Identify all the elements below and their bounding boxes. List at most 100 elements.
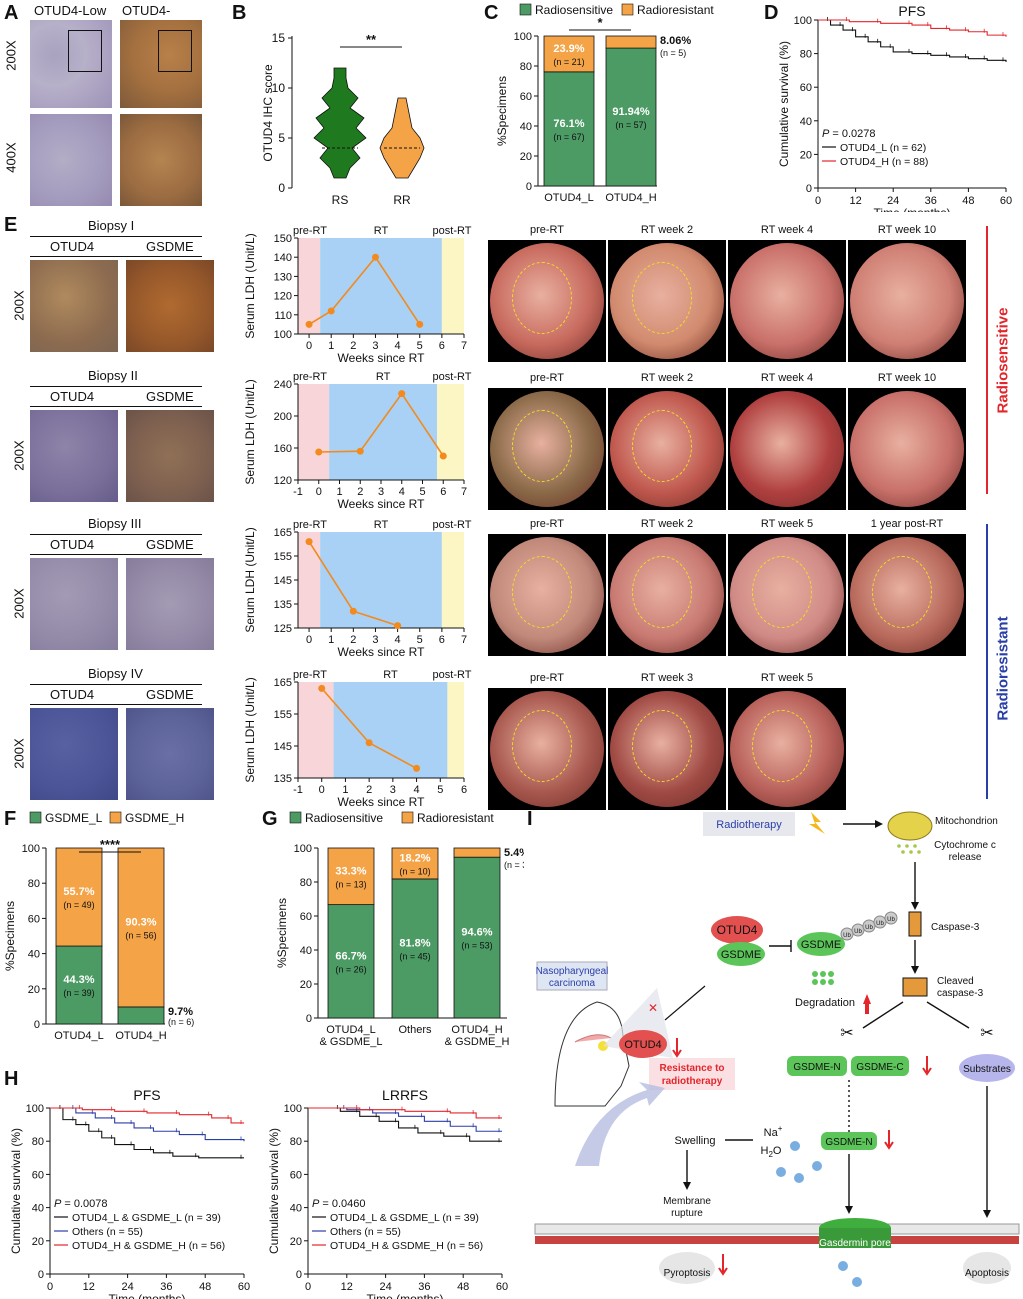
zoom-box-high [158, 30, 192, 72]
y-tick-label: 165 [274, 677, 292, 689]
biopsy-title: Biopsy II [88, 368, 138, 383]
biopsy-title: Biopsy III [88, 516, 142, 531]
data-n-label: (n = 6) [168, 1017, 194, 1027]
bar-segment [543, 71, 595, 187]
y-axis-label: Cumulative survival (%) [267, 1128, 281, 1254]
y-tick-label: 20 [520, 151, 532, 163]
apoptosis-cell [963, 1252, 1011, 1284]
y-tick-label: 165 [274, 527, 292, 539]
cytochrome-dot [913, 844, 917, 848]
ldh-line [308, 255, 421, 326]
tumor-outline [872, 556, 932, 628]
km-curve [818, 19, 1007, 62]
legend-label: OTUD4_H (n = 88) [840, 156, 928, 168]
tumor-outline [752, 710, 812, 782]
mag-label: 200X [11, 290, 27, 321]
bar-segment [391, 847, 439, 880]
p-label: P [54, 1198, 62, 1210]
endoscopy-image: RT week 2 [608, 224, 726, 364]
legend-label: Others (n = 55) [72, 1226, 143, 1238]
bar-segment [117, 1006, 165, 1025]
ihc-image-low-400x [30, 114, 112, 206]
tumor-outline [512, 556, 572, 628]
ub-circle [884, 911, 898, 925]
data-label: 44.3% [63, 974, 94, 986]
stain-label-otud4: OTUD4 [50, 389, 95, 404]
x-axis-label: Time (months) [109, 1292, 186, 1299]
panel-letter-h: H [4, 1068, 19, 1090]
degraded-fragment [812, 971, 818, 977]
mag-label: 200X [11, 440, 27, 471]
tumor-outline [752, 556, 812, 628]
y-tick-label: 130 [274, 271, 292, 283]
swelling-label: Swelling [675, 1135, 716, 1147]
stain-underline [30, 406, 202, 407]
legend-label: OTUD4_L & GSDME_L (n = 39) [330, 1212, 479, 1224]
data-label: 81.8% [399, 937, 430, 949]
phase-label: pre-RT [293, 225, 327, 237]
endoscopy-frame [488, 534, 606, 656]
biopsy-underline [30, 534, 202, 535]
nasal-cavity [574, 1034, 612, 1043]
y-tick-label: 20 [290, 1236, 302, 1248]
data-n-label: (n = 10) [399, 866, 430, 876]
data-n-label: (n = 5) [660, 48, 686, 58]
y-axis-label: Serum LDH (Unit/L) [243, 233, 257, 338]
x-axis-label: Weeks since RT [338, 351, 426, 365]
y-tick-label: 135 [274, 773, 292, 785]
x-tick-label: 1 [336, 486, 342, 498]
post-rt-shade [441, 532, 464, 628]
y-axis-label: Serum LDH (Unit/L) [243, 677, 257, 782]
pyroptosis-label: Pyroptosis [664, 1268, 711, 1279]
x-tick-label: OTUD4_L [544, 192, 594, 204]
membrane-label: Membrane [663, 1196, 711, 1207]
substrates-blob [959, 1054, 1015, 1082]
rt-shade [329, 384, 438, 480]
tumor-outline [632, 410, 692, 482]
endoscopy-frame [608, 240, 726, 362]
y-tick-label: 0 [278, 181, 285, 195]
x-tick-label: 6 [440, 486, 446, 498]
ldh-point [318, 684, 326, 692]
biopsy-title: Biopsy IV [88, 666, 143, 681]
npc-label-2: carcinoma [549, 978, 596, 989]
ldh-point [439, 452, 447, 460]
resistance-label: Resistance to [659, 1063, 724, 1074]
stain-label-gsdme: GSDME [146, 239, 194, 254]
radiotherapy-label: Radiotherapy [716, 819, 782, 831]
ldh-point [394, 622, 402, 630]
endoscopy-view [730, 391, 844, 507]
data-n-label: (n = 3) [504, 860, 524, 870]
y-tick-label: 0 [526, 181, 532, 193]
endoscopy-timepoint: RT week 4 [760, 372, 814, 384]
x-tick-label: 12 [341, 1281, 353, 1293]
km-curve [50, 1107, 245, 1142]
ldh-point [365, 739, 373, 747]
side-label-radioresistant: Radioresistant [994, 616, 1012, 721]
ldh-point [416, 320, 424, 328]
phase-label: post-RT [433, 371, 472, 383]
gsdme-n-rect-2 [821, 1132, 877, 1150]
caspase3-icon [908, 911, 922, 937]
y-tick-label: 145 [274, 741, 292, 753]
mag-label: 200X [11, 588, 27, 619]
endoscopy-frame [728, 688, 846, 810]
endoscopy-frame [848, 534, 966, 656]
x-tick-label: -1 [293, 486, 303, 498]
km-curve [818, 19, 1007, 37]
phase-label: post-RT [433, 519, 472, 531]
biopsy-underline [30, 684, 202, 685]
endoscopy-timepoint: RT week 5 [760, 518, 814, 530]
ldh-point [327, 307, 335, 315]
x-tick-label: 6 [439, 634, 445, 646]
x-tick-label: 4 [395, 634, 401, 646]
data-n-label: (n = 57) [615, 120, 646, 130]
arrowhead [845, 1206, 853, 1214]
gsdme-n-label: GSDME-N [793, 1062, 840, 1073]
data-label: 33.3% [335, 865, 366, 877]
legend-label: OTUD4_H & GSDME_H (n = 56) [72, 1240, 225, 1252]
panel-a: A OTUD4-Low OTUD4-High 200X 400X [0, 0, 202, 208]
